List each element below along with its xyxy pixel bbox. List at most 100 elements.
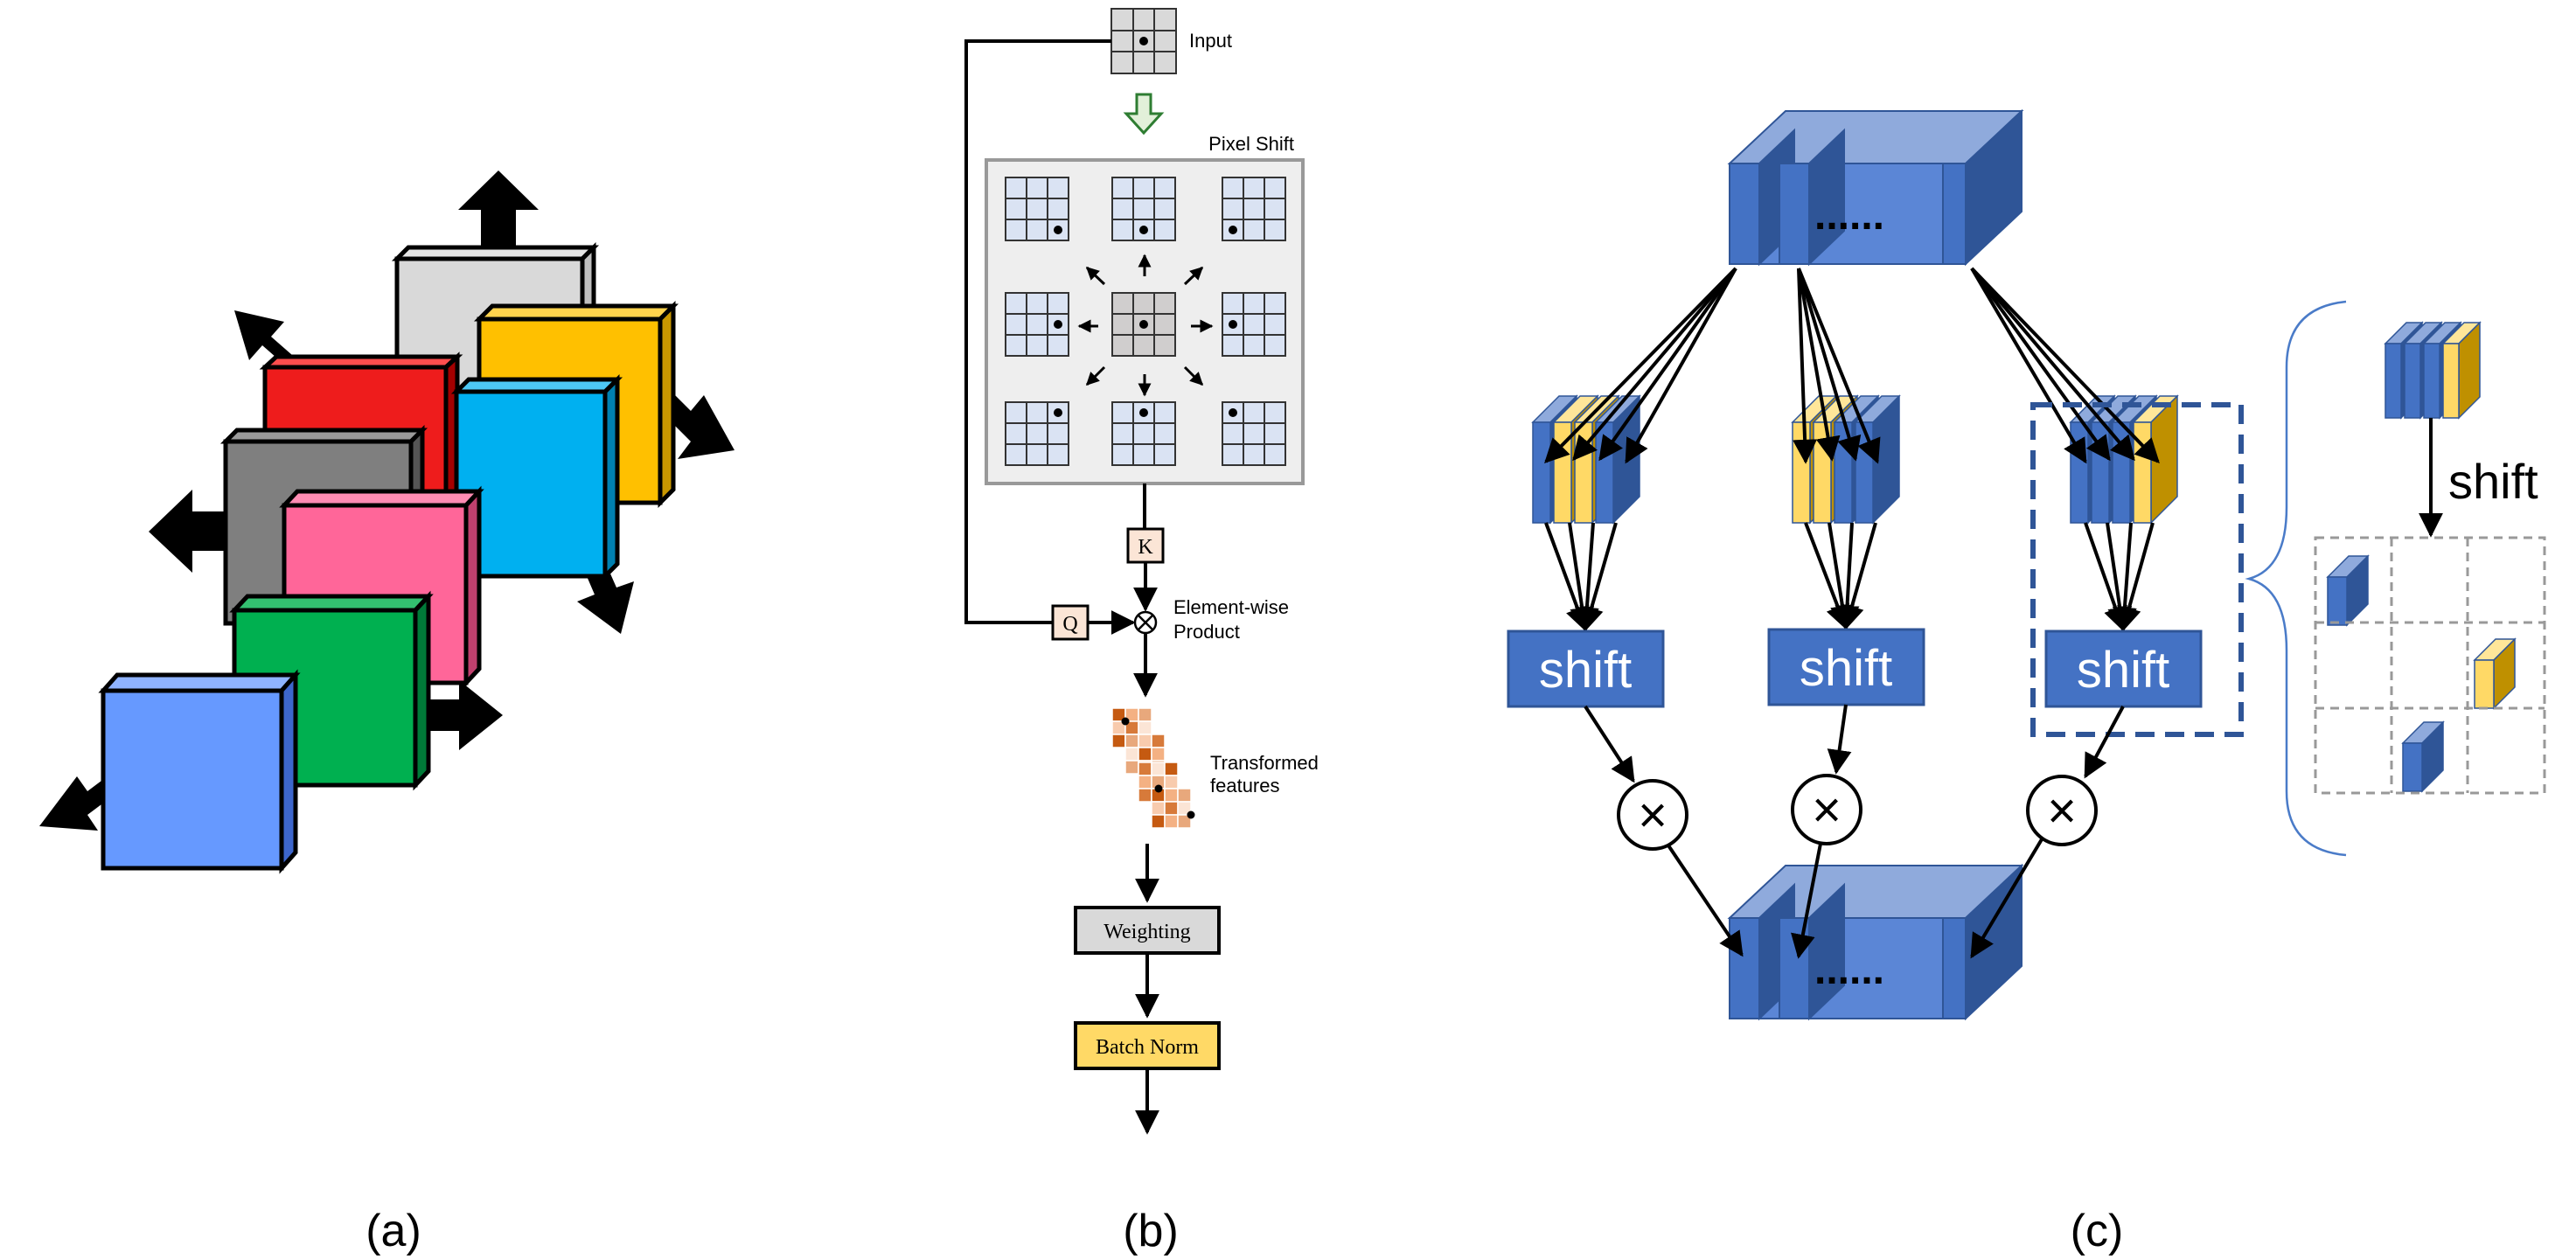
- shift-grids: [1005, 177, 1286, 466]
- otimes-symbol: [1133, 610, 1158, 635]
- panel-b-label: (b): [1123, 1206, 1179, 1256]
- converge-arrow: [1828, 522, 1855, 630]
- shift-grid: [1111, 177, 1176, 241]
- converge-arrow: [2106, 522, 2133, 632]
- shift-grid: [1222, 401, 1286, 466]
- shifted-slice-blue-1: [2326, 554, 2370, 627]
- converge-arrow: [1579, 522, 1618, 632]
- input-feature-block: [1727, 108, 2024, 267]
- weighting-label: Weighting: [1104, 921, 1190, 943]
- zoom-shift-label: shift: [2448, 454, 2538, 509]
- skip-connection: [964, 39, 1111, 624]
- panel-b: Input Pixel Shift K Q El: [964, 8, 1319, 1256]
- converge-arrow: [1544, 522, 1590, 632]
- feature-map: [1151, 788, 1192, 829]
- output-feature-block: [1727, 863, 2024, 1021]
- feature-dot: [1187, 810, 1195, 819]
- multiply-circle-3: [2026, 775, 2098, 846]
- shift-box-3: [2044, 630, 2203, 708]
- shifted-slice-blue-2: [2401, 720, 2445, 793]
- fan-arrow: [1598, 267, 1737, 462]
- k-label: K: [1138, 536, 1153, 559]
- shift-grid: [1222, 177, 1286, 241]
- converge-arrow: [2117, 522, 2155, 632]
- shift-grid: [1005, 292, 1069, 357]
- pixel-shift-label: Pixel Shift: [1208, 133, 1294, 155]
- batchnorm-label: Batch Norm: [1096, 1036, 1199, 1059]
- shift-direction-arrows: [1077, 254, 1214, 397]
- transformed-features: [1111, 707, 1195, 829]
- dir-arrow: [1085, 266, 1106, 286]
- channel-group-2: [1791, 394, 1901, 525]
- arrow-mult2-to-output: [1791, 843, 1822, 959]
- arrow-shift2-to-mult: [1827, 704, 1852, 775]
- fan-arrow: [1970, 267, 2135, 462]
- bottom-dots: ......: [1814, 947, 1884, 993]
- converge-arrow: [1840, 522, 1877, 630]
- highlight-dashed-box: [2030, 402, 2244, 737]
- arrow-shift3-to-mult: [2084, 706, 2125, 779]
- transformed-label-line2: features: [1210, 775, 1280, 796]
- elementwise-label-line2: Product: [1173, 621, 1240, 643]
- feature-dot: [1154, 784, 1163, 793]
- fan-arrow: [1797, 268, 1862, 462]
- multiply-symbol-1: ×: [1638, 787, 1667, 844]
- multiply-symbol-3: ×: [2047, 783, 2077, 839]
- weighting-box: [1074, 906, 1221, 955]
- batchnorm-box: [1074, 1021, 1221, 1070]
- multiply-circle-2: [1791, 774, 1862, 845]
- zoom-grid: [2314, 536, 2546, 795]
- channel-slice: [1854, 394, 1901, 525]
- shift-grid: [1111, 292, 1176, 357]
- channel-group-3: [2069, 394, 2179, 525]
- hollow-arrow-down: [1123, 93, 1165, 136]
- arrow-right-yellow: [665, 385, 735, 459]
- arrow-mult1-to-output: [1667, 844, 1744, 957]
- shift-label-2: shift: [1800, 640, 1892, 697]
- fan-arrow: [1797, 268, 1841, 462]
- dir-arrow: [1183, 266, 1204, 286]
- fan-arrow: [1625, 268, 1737, 464]
- fan-arrow: [1970, 267, 2160, 464]
- arrow-right-green: [428, 680, 503, 750]
- fan-arrow: [1797, 268, 1881, 464]
- fan-arrow: [1544, 267, 1737, 463]
- multiply-symbol-2: ×: [1812, 782, 1841, 838]
- channel-slice: [2441, 321, 2482, 420]
- dir-arrow: [1085, 365, 1106, 386]
- shift-grid: [1005, 177, 1069, 241]
- arrow-left-gray: [149, 490, 227, 573]
- cube-blue: [98, 669, 301, 874]
- fan-arrow: [1970, 267, 2087, 464]
- fan-arrow: [1793, 268, 1818, 464]
- shift-label-1: shift: [1539, 642, 1632, 699]
- shift-grid: [1005, 401, 1069, 466]
- panel-a-label: (a): [366, 1206, 421, 1256]
- feature-dot: [1121, 717, 1130, 726]
- top-dots: ......: [1814, 192, 1884, 239]
- shift-box-2: [1767, 628, 1925, 706]
- converge-arrow: [2084, 522, 2127, 632]
- arrow-mult3-to-output: [1970, 838, 2043, 959]
- elementwise-label-line1: Element-wise: [1173, 596, 1289, 618]
- panel-c-label: (c): [2071, 1206, 2124, 1256]
- arrow-up: [458, 170, 539, 254]
- shift-grid: [1222, 292, 1286, 357]
- shift-grid: [1111, 401, 1176, 466]
- panel-a: (a): [39, 170, 735, 1256]
- fan-arrow: [1970, 267, 2111, 462]
- transformed-label-line1: Transformed: [1210, 752, 1319, 774]
- input-grid: [1110, 8, 1177, 74]
- shifted-slice-yellow: [2473, 637, 2517, 710]
- arrow-shift1-to-mult: [1584, 705, 1635, 783]
- k-box: [1126, 527, 1165, 564]
- panel-c-blocks: [1531, 108, 2517, 1021]
- converge-arrow: [1568, 522, 1595, 632]
- panel-c: shift shift shift × × ×: [1507, 108, 2546, 1256]
- converge-arrow: [1804, 522, 1850, 630]
- input-label: Input: [1189, 30, 1232, 52]
- q-label: Q: [1062, 613, 1077, 636]
- multiply-circle-1: [1617, 779, 1688, 851]
- shift-label-3: shift: [2077, 642, 2169, 699]
